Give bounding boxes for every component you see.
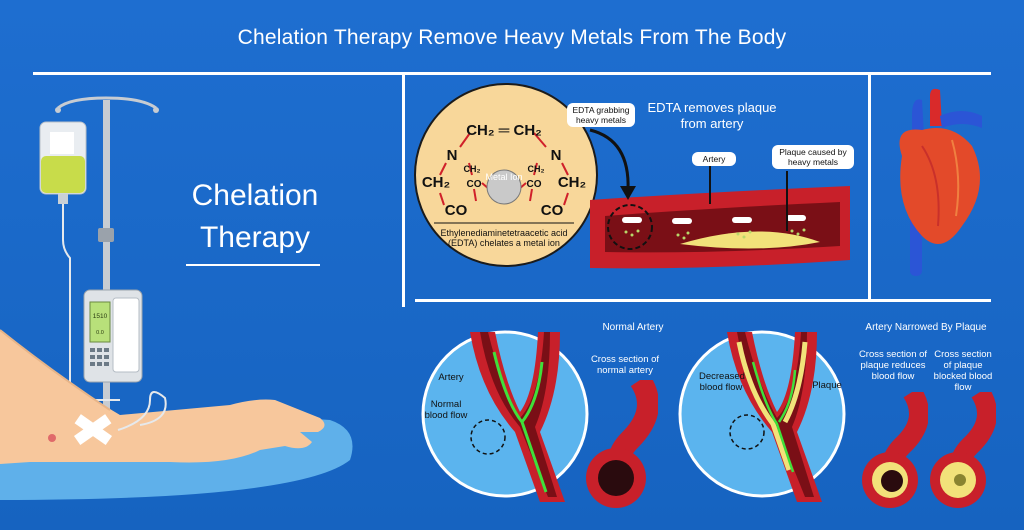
iv-illustration: 1510 0.0 [0, 96, 353, 500]
molecule-co-left: CO [445, 202, 468, 219]
callout-plaque: Plaque caused by heavy metals [772, 145, 854, 169]
iv-tape [73, 414, 113, 445]
narrowed-label-decreased: Decreased blood flow [699, 371, 745, 393]
molecule-co-right: CO [541, 202, 564, 219]
artery-top-heading: EDTA removes plaque from artery [647, 100, 777, 131]
therapy-label-line1: Chelation [191, 179, 319, 212]
callout-edta-grabbing: EDTA grabbing heavy metals [567, 103, 635, 127]
metal-ion-label: Metal Ion [485, 172, 523, 182]
normal-cross-caption: Cross section of normal artery [590, 354, 660, 376]
normal-cross-section [586, 380, 658, 508]
normal-label-flow: Normal blood flow [424, 399, 468, 421]
page-title: Chelation Therapy Remove Heavy Metals Fr… [237, 26, 787, 49]
artery-top-illustration [590, 186, 850, 269]
edta-arrow [589, 128, 636, 200]
normal-label-artery: Artery [438, 372, 464, 383]
therapy-underline [186, 264, 320, 266]
divider-heart [868, 72, 871, 302]
infusion-pump: 1510 0.0 [83, 289, 143, 383]
divider-left [402, 72, 405, 307]
pump-display-small: 0.0 [96, 330, 104, 336]
molecule-ch2-small-left: CH₂ [464, 164, 481, 174]
iv-bag [39, 121, 120, 401]
title-divider [33, 72, 991, 75]
edta-highlight-circle [607, 204, 653, 250]
molecule-ch2-left: CH₂ [422, 174, 450, 191]
narrowed-artery-circle [678, 330, 846, 502]
narrowed-cross-caption-1: Cross section of plaque reduces blood fl… [858, 349, 928, 382]
patient-arm [0, 329, 325, 464]
molecule-ch2-right: CH₂ [558, 174, 586, 191]
iv-pole [103, 100, 110, 430]
callout-artery: Artery [692, 152, 736, 166]
molecule-top-group: CH₂ ═ CH₂ [466, 122, 542, 139]
molecule-caption: Ethylenediaminetetraacetic acid (EDTA) c… [440, 228, 568, 248]
molecule-co-small-left: CO [467, 179, 482, 190]
molecule-n-right: N [551, 147, 562, 164]
narrowed-cross-caption-2: Cross section of plaque blocked blood fl… [933, 349, 993, 393]
narrowed-heading: Artery Narrowed By Plaque [865, 322, 987, 333]
heart-illustration [899, 88, 982, 276]
normal-artery-circle [421, 330, 589, 502]
divider-middle [415, 299, 991, 302]
pump-display-value: 1510 [93, 313, 108, 320]
molecule-ch2-small-right: CH₂ [528, 164, 545, 174]
normal-heading: Normal Artery [602, 322, 664, 333]
metal-ion [486, 169, 522, 205]
narrowed-cross-section-1 [862, 392, 928, 508]
therapy-label-line2: Therapy [199, 221, 311, 254]
molecule-n-left: N [447, 147, 458, 164]
narrowed-cross-section-2 [930, 392, 996, 508]
artery-top-plaque [680, 231, 820, 249]
narrowed-label-plaque: Plaque [812, 380, 842, 391]
molecule-co-small-right: CO [527, 179, 542, 190]
edta-molecule-structure: CH₂ ═ CH₂ N N CH₂ CH₂ CH₂ CH₂ CO CO CO C… [422, 122, 586, 224]
